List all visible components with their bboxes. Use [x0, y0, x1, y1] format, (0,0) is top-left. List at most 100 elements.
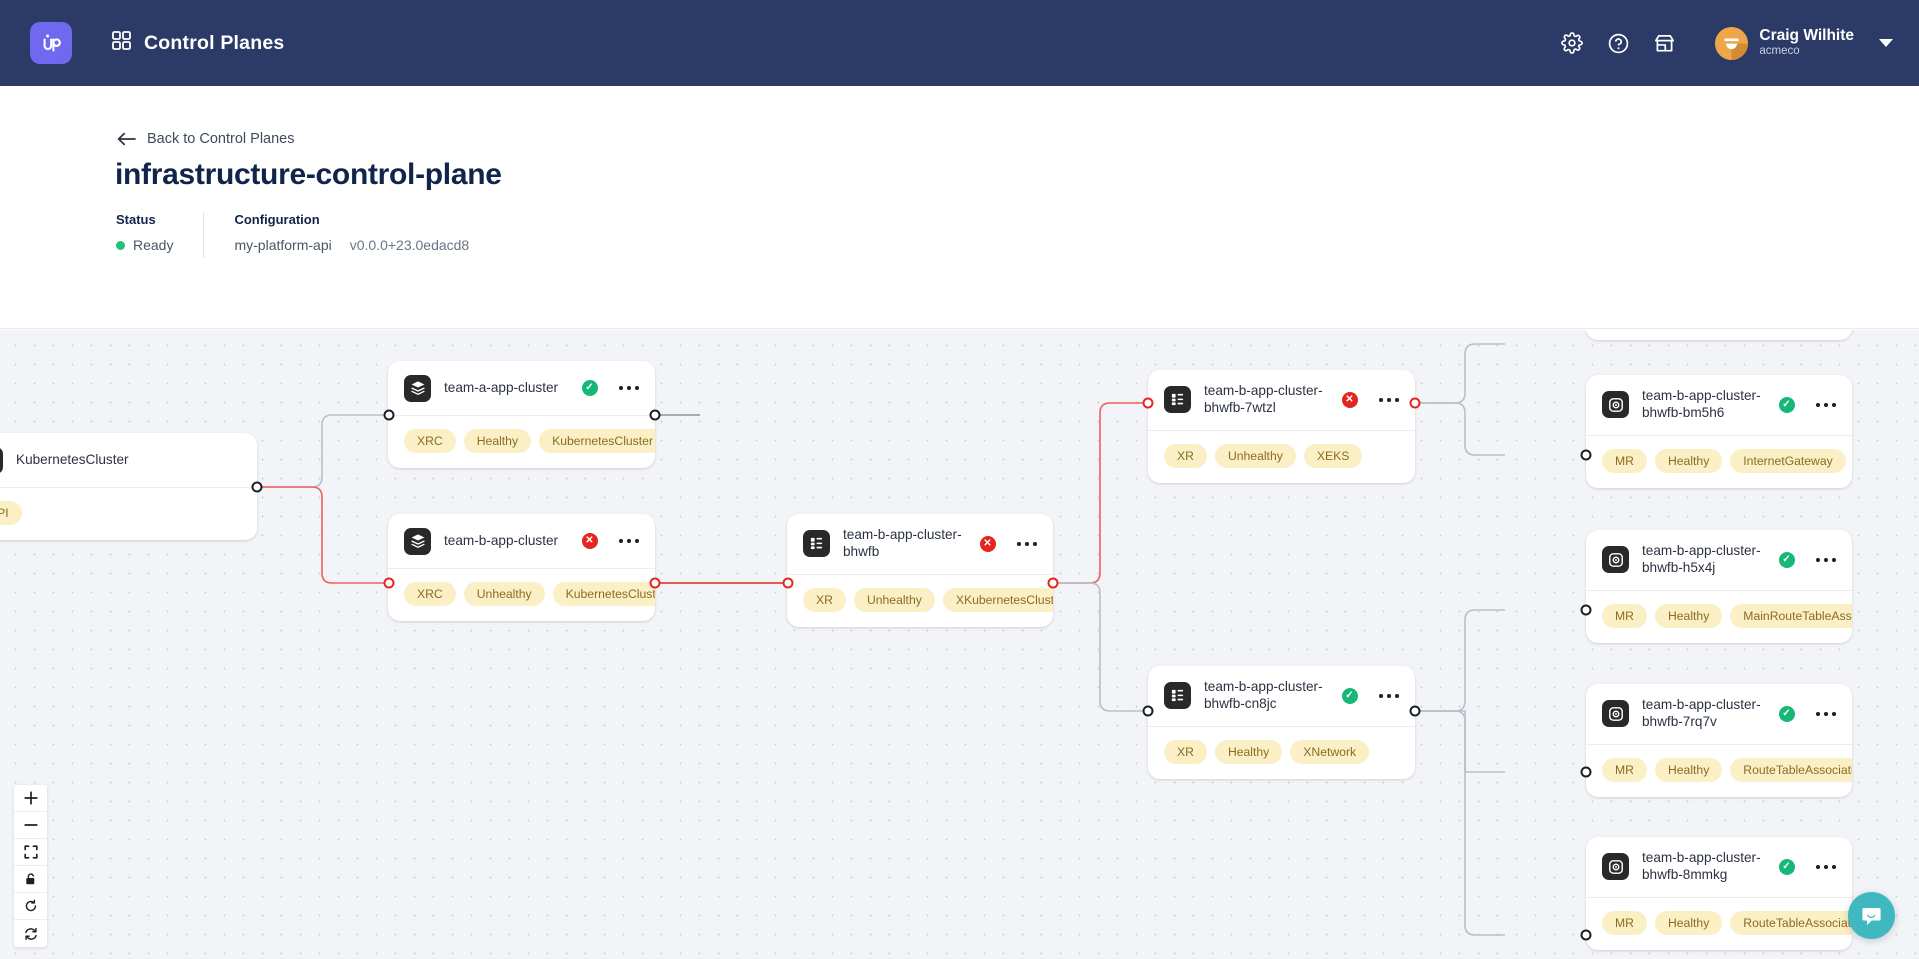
nav-title[interactable]: Control Planes: [144, 31, 285, 54]
gear-icon[interactable]: [1549, 20, 1595, 66]
node-card-team-b-app-cluster-bhwfb-7wtzl[interactable]: team-b-app-cluster-bhwfb-7wtzl ✕ XR Unhe…: [1148, 370, 1415, 483]
marketplace-icon[interactable]: [1641, 20, 1687, 66]
port-team-a-in[interactable]: [383, 409, 395, 421]
port-team-a-out[interactable]: [649, 409, 661, 421]
node-tags: MR Healthy MainRouteTableAssociation: [1586, 591, 1852, 643]
tag-health: Unhealthy: [1214, 443, 1296, 468]
node-header: team-b-app-cluster-bhwfb-8mmkg ✓: [1586, 837, 1852, 897]
status-ok-icon: ✓: [1778, 858, 1795, 875]
node-title: team-b-app-cluster-bhwfb-h5x4j: [1642, 543, 1761, 575]
refresh-button[interactable]: [14, 893, 47, 920]
node-card-team-b-app-cluster-bhwfb-bm5h6[interactable]: team-b-app-cluster-bhwfb-bm5h6 ✓ MR Heal…: [1586, 375, 1852, 488]
tag-health: Healthy: [1214, 739, 1283, 764]
port-cn8jc-in[interactable]: [1142, 705, 1154, 717]
node-menu-button[interactable]: [1371, 690, 1402, 703]
port-bhwfb-out[interactable]: [1047, 577, 1059, 589]
tag-kind: XRC: [404, 582, 456, 606]
refresh-icon: [25, 899, 36, 912]
port-8mmkg-in[interactable]: [1580, 929, 1592, 941]
node-card-team-a-app-cluster[interactable]: team-a-app-cluster ✓ XRC Healthy Kuberne…: [388, 361, 655, 468]
tag-kind: MR: [1602, 448, 1647, 473]
meta-divider: [203, 212, 205, 258]
port-team-b-in[interactable]: [383, 577, 395, 589]
node-card-team-b-app-cluster-bhwfb-8mmkg[interactable]: team-b-app-cluster-bhwfb-8mmkg ✓ MR Heal…: [1586, 837, 1852, 950]
status-label: Status: [116, 212, 156, 227]
node-menu-button[interactable]: [611, 382, 642, 395]
node-menu-button[interactable]: [1009, 538, 1040, 551]
node-title: team-b-app-cluster-bhwfb-7wtzl: [1204, 383, 1323, 415]
avatar: [1715, 26, 1749, 60]
node-tags: XRC Healthy KubernetesCluster: [388, 416, 655, 468]
node-card-team-b-app-cluster-bhwfb-7rq7v[interactable]: team-b-app-cluster-bhwfb-7rq7v ✓ MR Heal…: [1586, 684, 1852, 797]
port-7wtzl-out[interactable]: [1409, 397, 1421, 409]
graph-edges: [257, 343, 1505, 936]
node-header: team-b-app-cluster-bhwfb-h5x4j ✓: [1586, 530, 1852, 590]
node-card-team-b-app-cluster-bhwfb-cn8jc[interactable]: team-b-app-cluster-bhwfb-cn8jc ✓ XR Heal…: [1148, 666, 1415, 779]
node-menu-button[interactable]: [1808, 399, 1839, 412]
node-card-team-b-app-cluster-bhwfb-h5x4j[interactable]: team-b-app-cluster-bhwfb-h5x4j ✓ MR Heal…: [1586, 530, 1852, 643]
back-to-control-planes-link[interactable]: Back to Control Planes: [117, 131, 295, 147]
port-7wtzl-in[interactable]: [1142, 397, 1154, 409]
node-card-kubernetescluster[interactable]: K KubernetesCluster API: [0, 433, 257, 540]
node-title: team-b-app-cluster-bhwfb-8mmkg: [1642, 850, 1761, 882]
node-divider: [388, 568, 655, 569]
node-card-team-b-app-cluster-bhwfb[interactable]: team-b-app-cluster-bhwfb ✕ XR Unhealthy …: [787, 514, 1053, 627]
zoom-in-button[interactable]: [14, 785, 47, 812]
configuration-name: my-platform-api: [234, 237, 332, 253]
status-ok-icon: ✓: [581, 380, 598, 396]
tag-type: KubernetesCluster: [552, 582, 655, 606]
node-card-team-b-app-cluster[interactable]: team-b-app-cluster ✕ XRC Unhealthy Kuber…: [388, 514, 655, 621]
tag-health: Healthy: [1654, 757, 1723, 782]
port-team-b-out[interactable]: [649, 577, 661, 589]
node-divider: [1586, 743, 1852, 745]
port-7rq7v-in[interactable]: [1580, 766, 1592, 778]
node-divider: [1586, 896, 1852, 898]
node-header: team-b-app-cluster-bhwfb-7wtzl ✕: [1148, 370, 1415, 430]
status-dot-icon: [116, 240, 125, 250]
status-error-icon: ✕: [979, 535, 996, 552]
tag-kind: MR: [1602, 603, 1647, 628]
node-menu-button[interactable]: [1808, 861, 1839, 874]
node-menu-button[interactable]: [611, 535, 642, 548]
node-menu-button[interactable]: [1808, 554, 1839, 567]
chevron-down-icon[interactable]: [1879, 39, 1893, 47]
tag-kind: MR: [1602, 757, 1647, 782]
node-menu-button[interactable]: [1808, 708, 1839, 721]
page-title: infrastructure-control-plane: [115, 158, 502, 191]
canvas-controls: [14, 785, 47, 947]
node-tags: XR Unhealthy XEKS: [1148, 431, 1415, 483]
zoom-out-button[interactable]: [14, 812, 47, 839]
chat-launcher-button[interactable]: [1848, 892, 1895, 939]
port-cn8jc-out[interactable]: [1409, 705, 1421, 717]
tag-type: MainRouteTableAssociation: [1730, 603, 1852, 628]
upbound-logo[interactable]: [30, 22, 72, 64]
tag-kind: XR: [1164, 443, 1207, 468]
node-title: team-b-app-cluster-bhwfb-cn8jc: [1204, 679, 1323, 711]
fit-view-button[interactable]: [14, 839, 47, 866]
node-tags: XR Healthy XNetwork: [1148, 727, 1415, 779]
tag-kind: MR: [1602, 910, 1647, 935]
node-divider: [1148, 429, 1415, 431]
lock-button[interactable]: [14, 866, 47, 893]
port-kubernetescluster-out[interactable]: [251, 481, 263, 493]
user-menu[interactable]: Craig Wilhite acmeco: [1715, 26, 1893, 60]
managed-resource-icon: [1602, 700, 1629, 728]
tag-health: Healthy: [1654, 448, 1723, 473]
tag-health: Healthy: [463, 429, 532, 453]
status-block: Status Ready: [116, 212, 173, 253]
help-circle-icon[interactable]: [1595, 20, 1641, 66]
tag-type: XNetwork: [1290, 739, 1370, 764]
status-ok-icon: ✓: [1341, 687, 1358, 704]
resource-graph-canvas[interactable]: K KubernetesCluster API team-a-app-clust…: [0, 330, 1919, 959]
port-bm5h6-in[interactable]: [1580, 449, 1592, 461]
node-tags: MR Healthy InternetGateway: [1586, 436, 1852, 488]
configuration-version: v0.0.0+23.0edacd8: [349, 237, 470, 253]
tag-health: Healthy: [1654, 603, 1723, 628]
sync-button[interactable]: [14, 920, 47, 947]
status-badge: Ready: [116, 237, 173, 253]
node-menu-button[interactable]: [1371, 394, 1402, 407]
node-card-partial[interactable]: [1586, 330, 1852, 340]
port-bhwfb-in[interactable]: [782, 577, 794, 589]
node-divider: [787, 573, 1053, 575]
port-h5x4j-in[interactable]: [1580, 604, 1592, 616]
